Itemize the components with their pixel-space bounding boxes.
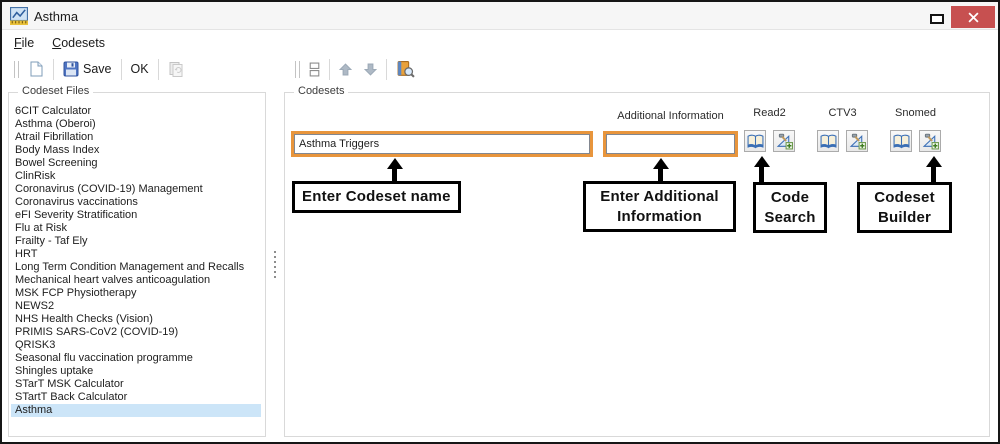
list-item[interactable]: Asthma (11, 404, 261, 417)
list-item[interactable]: PRIMIS SARS-CoV2 (COVID-19) (15, 326, 179, 338)
toolbar: Save OK (2, 54, 998, 84)
list-item[interactable]: Coronavirus vaccinations (15, 196, 138, 208)
move-down-button (361, 61, 380, 78)
move-up-button (336, 61, 355, 78)
app-icon (10, 7, 28, 25)
window-title: Asthma (34, 9, 79, 24)
list-item[interactable]: Mechanical heart valves anticoagulation (15, 274, 211, 286)
codeset-files-panel: Codeset Files (8, 85, 266, 437)
list-item[interactable]: NHS Health Checks (Vision) (15, 313, 153, 325)
list-item[interactable]: Atrail Fibrillation (15, 131, 94, 143)
builder-icon (922, 133, 939, 149)
list-item[interactable]: Bowel Screening (15, 157, 98, 169)
find-codes-button[interactable] (393, 58, 418, 81)
toolbar-group-order (295, 54, 418, 84)
callout-codeset-builder: Codeset Builder (857, 182, 952, 233)
additional-information-field-highlight (603, 131, 738, 157)
list-item[interactable]: Long Term Condition Management and Recal… (15, 261, 245, 273)
codesets-legend: Codesets (294, 85, 349, 97)
copy-pages-icon (169, 62, 183, 77)
list-item[interactable]: ClinRisk (15, 170, 56, 182)
code-system-label: Snomed (895, 107, 936, 119)
book-search-icon (397, 60, 415, 78)
code-system-column: Snomed (890, 107, 941, 152)
arrow-to-codeset-builder (925, 156, 942, 182)
list-item[interactable]: Shingles uptake (15, 365, 94, 377)
down-arrow-icon (364, 63, 377, 76)
maximize-button[interactable] (930, 14, 944, 24)
toolbar-separator (157, 58, 159, 80)
codesets-panel: Codesets (284, 85, 990, 437)
up-arrow-icon (339, 62, 352, 75)
code-system-column: Read2 (744, 107, 795, 152)
code-search-button[interactable] (817, 130, 839, 152)
list-item[interactable]: Body Mass Index (15, 144, 100, 156)
reorder-list-button[interactable] (306, 60, 323, 79)
list-item[interactable]: Seasonal flu vaccination programme (15, 352, 193, 364)
menu-bar: File Codesets (2, 31, 998, 54)
list-item[interactable]: Asthma (Oberoi) (15, 118, 96, 130)
code-search-button[interactable] (890, 130, 912, 152)
menu-item[interactable]: Codesets (52, 35, 105, 50)
builder-icon (849, 133, 866, 149)
save-button[interactable]: Save (60, 59, 115, 79)
list-item[interactable]: MSK FCP Physiotherapy (15, 287, 137, 299)
open-book-icon (820, 134, 836, 148)
arrow-to-codeset-name (386, 158, 403, 182)
open-book-icon (747, 134, 763, 148)
toolbar-separator (53, 58, 54, 80)
toolbar-group-file: Save OK (14, 54, 189, 84)
close-button[interactable] (951, 6, 995, 28)
arrow-to-additional-info (652, 158, 669, 182)
stacked-items-icon (309, 62, 320, 76)
ok-button[interactable]: OK (128, 60, 152, 78)
menu-item[interactable]: File (14, 35, 35, 50)
code-system-column: CTV3 (817, 107, 868, 152)
toolbar-separator (329, 58, 330, 80)
new-codeset-button[interactable] (25, 59, 47, 79)
new-document-icon (30, 61, 43, 77)
toolbar-separator (386, 58, 387, 80)
list-item[interactable]: Flu at Risk (15, 222, 67, 234)
codeset-files-legend: Codeset Files (18, 85, 94, 97)
copy-codeset-button (165, 59, 189, 79)
code-system-label: Read2 (753, 107, 786, 119)
codeset-name-field-highlight (291, 131, 593, 157)
builder-icon (776, 133, 793, 149)
list-item[interactable]: QRISK3 (15, 339, 56, 351)
list-item[interactable]: STarT MSK Calculator (15, 378, 124, 390)
toolbar-grip[interactable] (14, 60, 19, 78)
list-item[interactable]: Coronavirus (COVID-19) Management (15, 183, 203, 195)
codeset-builder-button[interactable] (846, 130, 868, 152)
additional-information-input[interactable] (606, 134, 735, 154)
codeset-builder-button[interactable] (919, 130, 941, 152)
panel-splitter[interactable] (266, 92, 284, 437)
save-icon (63, 61, 79, 77)
list-item[interactable]: STartT Back Calculator (15, 391, 128, 403)
callout-code-search: Code Search (753, 182, 827, 233)
list-item[interactable]: NEWS2 (15, 300, 55, 312)
additional-information-label: Additional Information (617, 110, 724, 122)
list-item[interactable]: Frailty - Taf Ely (15, 235, 88, 247)
codeset-file-list: 6CIT Calculator Asthma (Oberoi) Atrail F… (11, 105, 261, 417)
codeset-name-input[interactable] (294, 134, 590, 154)
list-item[interactable]: HRT (15, 248, 38, 260)
list-item[interactable]: 6CIT Calculator (15, 105, 92, 117)
close-icon (967, 11, 979, 23)
list-item[interactable]: eFI Severity Stratification (15, 209, 138, 221)
open-book-icon (893, 134, 909, 148)
code-system-columns: Read2 CTV3 (744, 107, 941, 152)
title-bar: Asthma (2, 2, 998, 30)
callout-enter-codeset-name: Enter Codeset name (292, 181, 461, 213)
toolbar-grip[interactable] (295, 60, 300, 78)
arrow-to-code-search (753, 156, 770, 182)
code-system-label: CTV3 (828, 107, 857, 119)
toolbar-separator (120, 58, 122, 80)
callout-enter-additional-information: Enter Additional Information (583, 181, 736, 232)
code-search-button[interactable] (744, 130, 766, 152)
codeset-builder-button[interactable] (773, 130, 795, 152)
